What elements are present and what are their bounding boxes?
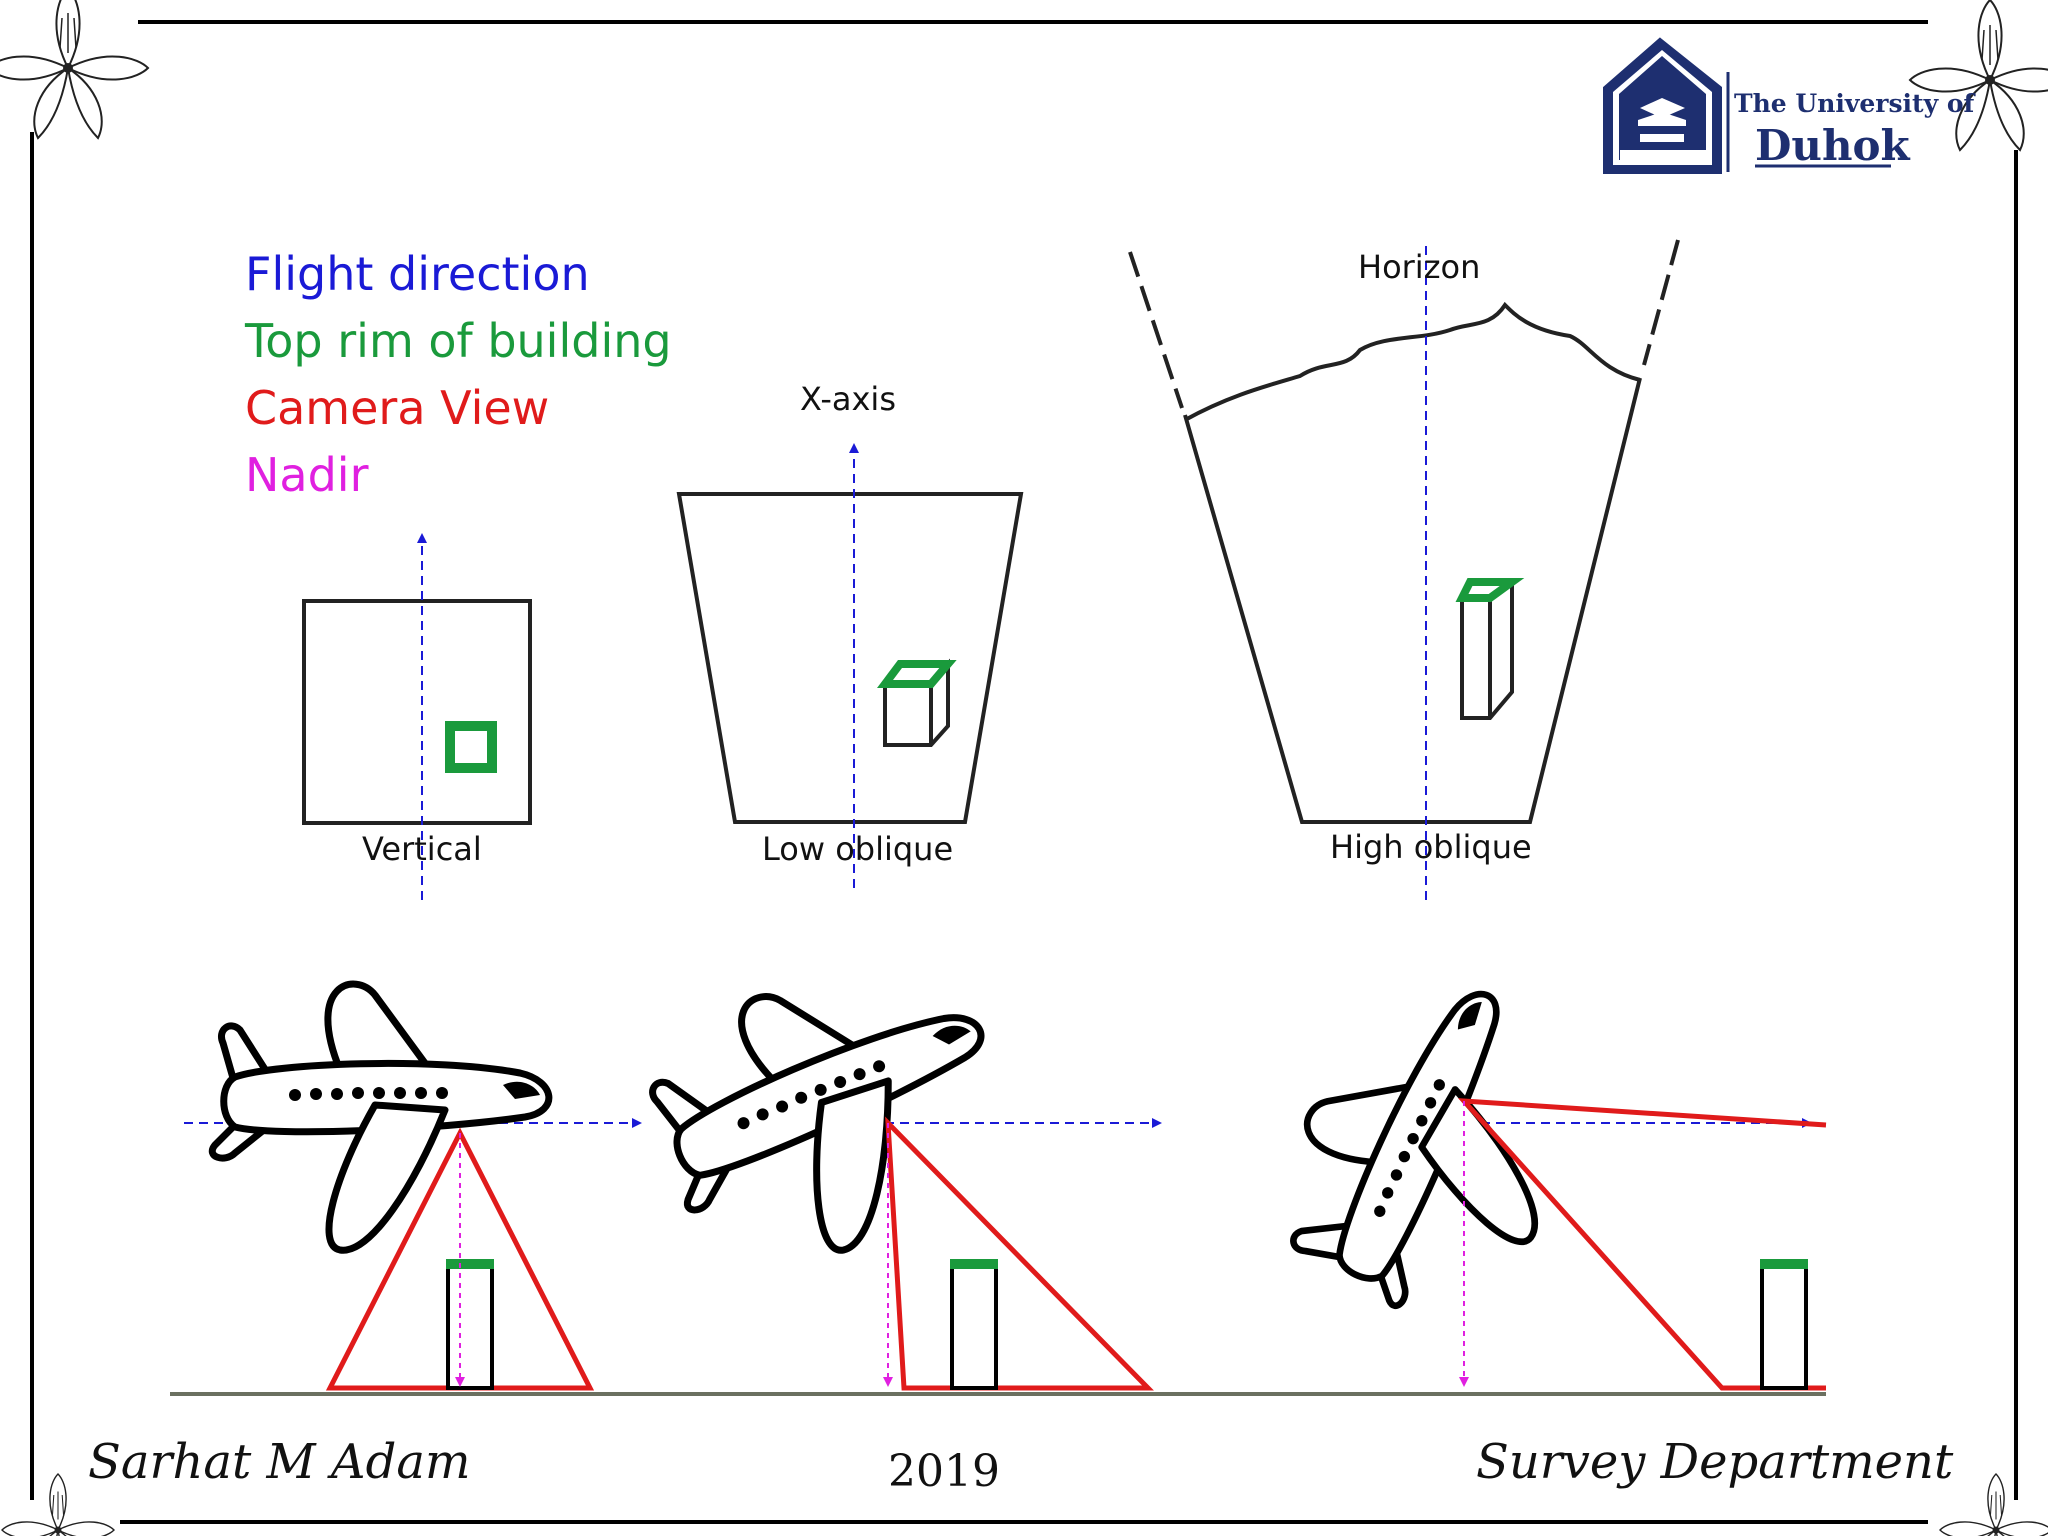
building-top-rim <box>445 721 497 773</box>
legend-top-rim: Top rim of building <box>244 314 672 368</box>
legend: Flight direction Top rim of building Cam… <box>244 247 672 502</box>
legend-nadir: Nadir <box>245 448 369 502</box>
airplane-icon <box>1251 948 1618 1346</box>
lily-flower-icon <box>1939 1473 2048 1536</box>
legend-flight-direction: Flight direction <box>245 247 590 301</box>
low-oblique-scenario <box>625 925 1162 1391</box>
label-x-axis: X-axis <box>800 380 896 418</box>
footer-author: Sarhat M Adam <box>88 1434 470 1490</box>
university-prefix: The University of <box>1734 89 1976 118</box>
university-logo-icon <box>1603 37 1722 174</box>
high-oblique-photo-frame <box>1128 239 1680 900</box>
low-oblique-photo-frame <box>676 443 1024 888</box>
building-top-rim <box>877 660 957 688</box>
label-horizon: Horizon <box>1358 248 1480 286</box>
slide-frame <box>30 20 2018 1524</box>
high-oblique-scenario <box>1251 948 1827 1391</box>
footer-year: 2019 <box>888 1446 1000 1497</box>
label-low-oblique: Low oblique <box>762 830 953 868</box>
university-name: Duhok <box>1755 121 1911 170</box>
legend-camera-view: Camera View <box>245 381 549 435</box>
camera-view-cone <box>885 1116 1154 1391</box>
footer-department: Survey Department <box>1476 1434 1954 1490</box>
airplane-icon <box>625 925 1037 1298</box>
lily-flower-icon <box>1909 0 2048 151</box>
lily-flower-icon <box>0 0 149 139</box>
label-high-oblique: High oblique <box>1330 828 1532 866</box>
vertical-scenario <box>184 984 642 1391</box>
building-top-rim <box>1455 578 1525 602</box>
label-vertical: Vertical <box>362 830 482 868</box>
vertical-photo-frame <box>302 533 532 900</box>
